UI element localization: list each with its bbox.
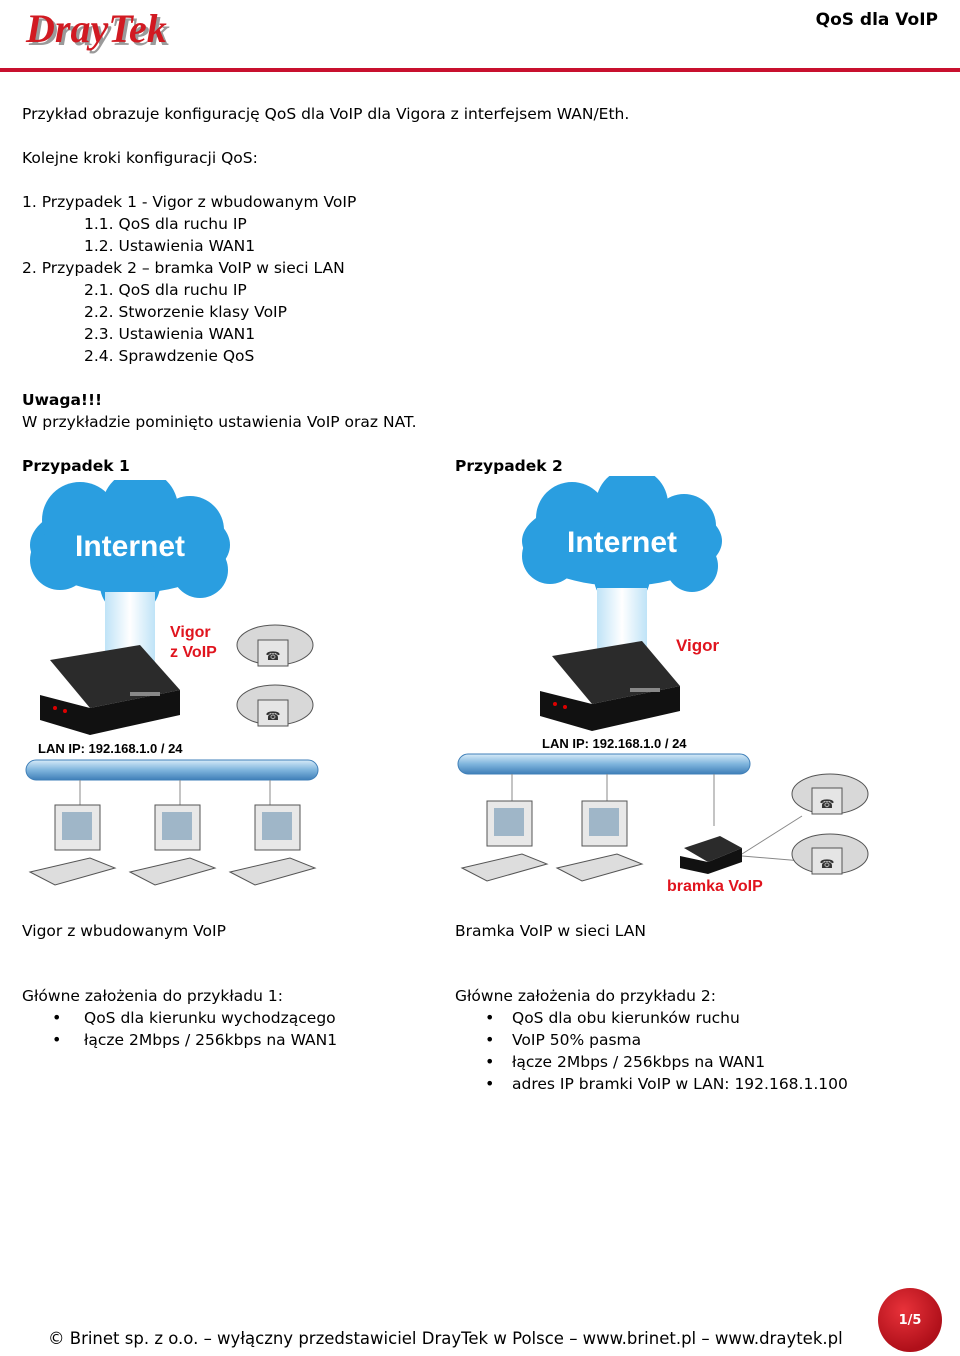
footer-text: © Brinet sp. z o.o. – wyłączny przedstaw… [48, 1329, 843, 1348]
svg-text:☎: ☎ [266, 709, 281, 723]
steps-title: Kolejne kroki konfiguracji QoS: [22, 149, 258, 167]
computer-icon [228, 804, 317, 886]
case1-diagram: Internet Vigor z VoIP ☎ ☎ LAN IP: 192.16… [20, 470, 330, 900]
step-item: 1.2. Ustawienia WAN1 [84, 237, 256, 255]
case1-assumptions-title: Główne założenia do przykładu 1: [22, 987, 283, 1005]
cloud-label: Internet [75, 530, 185, 563]
page-number-badge: 1/5 [878, 1288, 942, 1352]
phone-icon: ☎ [236, 684, 314, 727]
list-item: łącze 2Mbps / 256kbps na WAN1 [22, 1029, 337, 1051]
internet-cloud: Internet [522, 468, 722, 606]
internet-cloud: Internet [30, 470, 230, 615]
intro-text: Przykład obrazuje konfigurację QoS dla V… [22, 105, 630, 123]
svg-text:☎: ☎ [820, 857, 835, 871]
case1-assumptions-list: QoS dla kierunku wychodzącego łącze 2Mbp… [22, 1007, 337, 1051]
case2-assumptions-list: QoS dla obu kierunków ruchu VoIP 50% pas… [455, 1007, 848, 1095]
case2-diagram: Internet Vigor LAN IP: 192.168.1.0 / 24 … [452, 468, 877, 900]
phone-icon: ☎ [791, 773, 869, 815]
voip-gateway-icon [680, 836, 742, 874]
warning-text: W przykładzie pominięto ustawienia VoIP … [22, 413, 417, 431]
cloud-label: Internet [567, 526, 677, 559]
router-label: Vigor [676, 636, 720, 655]
case1-caption: Vigor z wbudowanym VoIP [22, 922, 226, 940]
lan-label: LAN IP: 192.168.1.0 / 24 [542, 736, 687, 751]
computer-icon [128, 804, 217, 886]
step-item: 2.1. QoS dla ruchu IP [84, 281, 247, 299]
case2-assumptions-title: Główne założenia do przykładu 2: [455, 987, 716, 1005]
logo-text: DrayTek [25, 6, 167, 51]
list-item: QoS dla obu kierunków ruchu [455, 1007, 848, 1029]
lan-bus [457, 753, 751, 775]
lan-bus [25, 759, 319, 781]
list-item: łącze 2Mbps / 256kbps na WAN1 [455, 1051, 848, 1073]
router-label: Vigor [170, 624, 211, 641]
header-divider [0, 68, 960, 72]
case2-heading: Przypadek 2 [455, 457, 563, 475]
step-item: 2.4. Sprawdzenie QoS [84, 347, 255, 365]
computer-icon [460, 800, 549, 882]
router-label: z VoIP [170, 644, 217, 661]
step-item: 2.3. Ustawienia WAN1 [84, 325, 256, 343]
svg-text:☎: ☎ [266, 649, 281, 663]
lan-label: LAN IP: 192.168.1.0 / 24 [38, 741, 183, 756]
gateway-label: bramka VoIP [667, 878, 763, 895]
document-title: QoS dla VoIP [815, 10, 938, 30]
list-item: adres IP bramki VoIP w LAN: 192.168.1.10… [455, 1073, 848, 1095]
step-item: 1. Przypadek 1 - Vigor z wbudowanym VoIP [22, 193, 357, 211]
case2-caption: Bramka VoIP w sieci LAN [455, 922, 646, 940]
list-item: VoIP 50% pasma [455, 1029, 848, 1051]
step-item: 2. Przypadek 2 – bramka VoIP w sieci LAN [22, 259, 345, 277]
warning-title: Uwaga!!! [22, 391, 103, 409]
phone-icon: ☎ [791, 833, 869, 875]
step-item: 1.1. QoS dla ruchu IP [84, 215, 247, 233]
computer-icon [28, 804, 117, 886]
vigor-router [540, 641, 680, 731]
phone-icon: ☎ [236, 624, 314, 667]
case1-heading: Przypadek 1 [22, 457, 130, 475]
logo-shadow: DrayTek [28, 9, 170, 54]
svg-text:☎: ☎ [820, 797, 835, 811]
page-number: 1/5 [898, 1312, 922, 1328]
list-item: QoS dla kierunku wychodzącego [22, 1007, 337, 1029]
draytek-logo: DrayTek DrayTek [22, 2, 222, 58]
computer-icon [555, 800, 644, 882]
step-item: 2.2. Stworzenie klasy VoIP [84, 303, 287, 321]
vigor-router [40, 645, 180, 735]
